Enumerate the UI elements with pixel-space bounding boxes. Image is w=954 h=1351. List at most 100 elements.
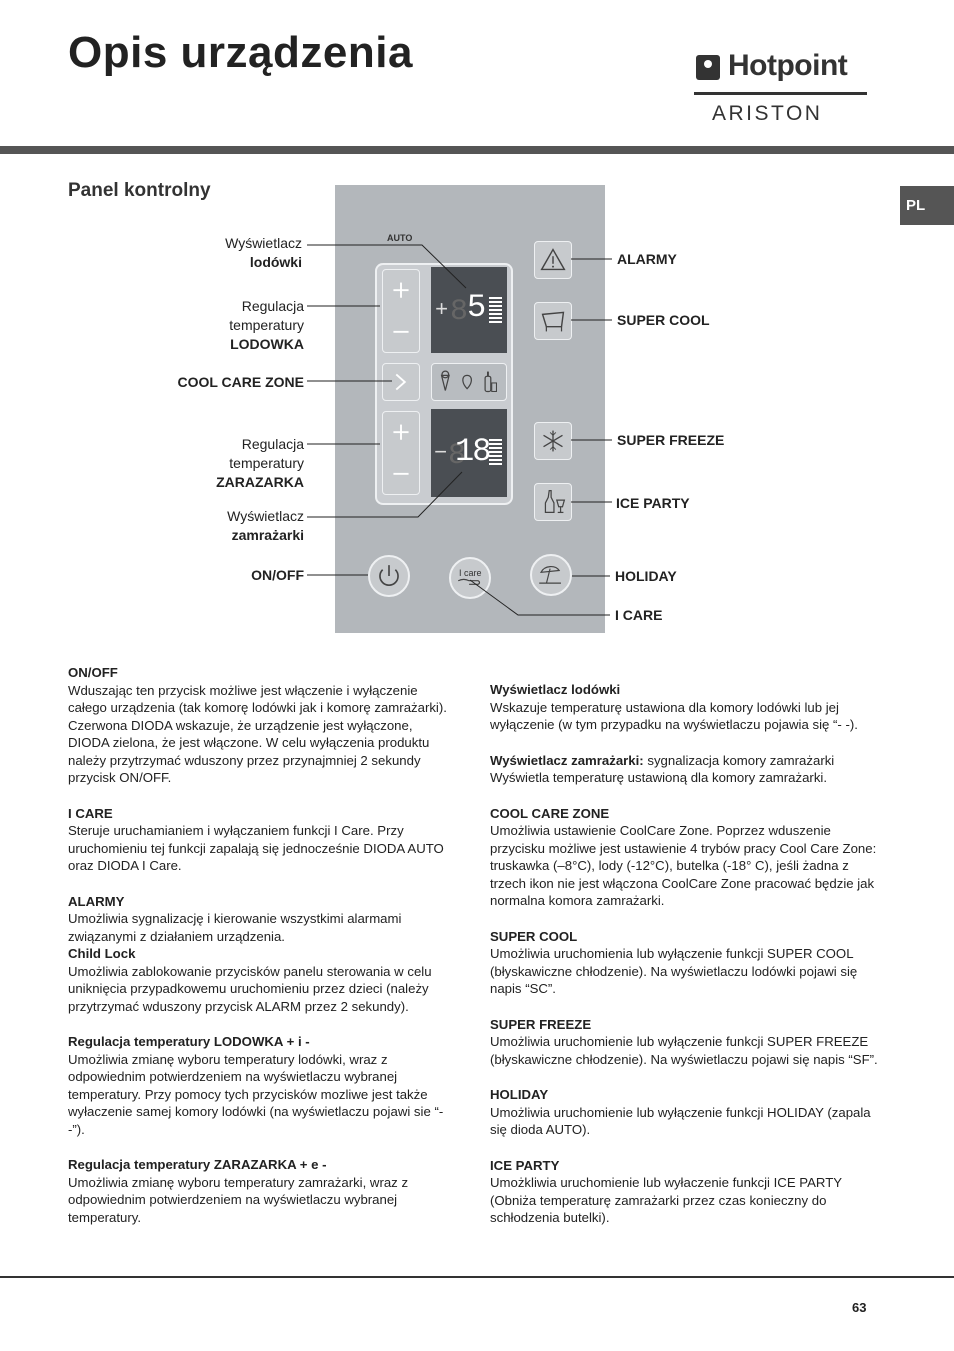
- section-heading: Wyświetlacz lodówki: [490, 682, 621, 697]
- brand-name: Hotpoint: [728, 49, 848, 82]
- page-title: Opis urządzenia: [68, 28, 413, 77]
- cool-care-zone-button[interactable]: [382, 363, 420, 401]
- section-alarmy: ALARMY Umożliwia sygnalizację i kierowan…: [68, 893, 453, 1016]
- svg-text:−: −: [434, 441, 447, 466]
- page-number: 63: [852, 1300, 867, 1315]
- section-heading: COOL CARE ZONE: [490, 805, 610, 821]
- label-holiday: HOLIDAY: [615, 568, 677, 584]
- ice-party-button[interactable]: [534, 483, 572, 521]
- freezer-display: − 8 18: [431, 409, 507, 497]
- section-text: Umożliwia sygnalizację i kierowanie wszy…: [68, 911, 402, 944]
- right-text-column: Wyświetlacz lodówki Wskazuje temperaturę…: [490, 681, 885, 1245]
- alarm-button[interactable]: [534, 241, 572, 279]
- section-text: Umożliwia zmianę wyboru temperatury lodó…: [68, 1051, 444, 1137]
- section-ice-party: ICE PARTY Umożkliwia uruchomienie lub wy…: [490, 1157, 885, 1227]
- section-title: Panel kontrolny: [68, 180, 211, 201]
- label-fridge-display-line1: Wyświetlacz: [225, 235, 302, 251]
- label-freezer-reg-line1: Regulacja: [241, 436, 304, 452]
- label-fridge-reg-line3: LODOWKA: [230, 336, 304, 352]
- left-text-column: ON/OFF Wduszając ten przycisk możliwe je…: [68, 664, 453, 1244]
- label-icare: I CARE: [615, 607, 663, 623]
- section-super-freeze: SUPER FREEZE Umożliwia uruchomienie lub …: [490, 1016, 885, 1069]
- label-freezer-display: Wyświetlacz zamrażarki: [227, 507, 304, 545]
- section-text: Umożliwia ustawienie CoolCare Zone. Popr…: [490, 823, 877, 908]
- section-text: Umożliwia uruchomienie lub wyłączenie fu…: [490, 1034, 878, 1067]
- onoff-button[interactable]: [368, 555, 410, 597]
- fridge-temp-buttons[interactable]: [382, 269, 420, 353]
- section-cool-care-zone: COOL CARE ZONE Umożliwia ustawienie Cool…: [490, 805, 885, 910]
- section-heading: ON/OFF: [68, 665, 118, 680]
- section-icare: I CARE Steruje uruchamianiem i wyłączani…: [68, 805, 453, 875]
- section-text: Umożliwia uruchomienie lub wyłączenie fu…: [490, 1104, 871, 1138]
- section-holiday: HOLIDAY Umożliwia uruchomienie lub wyłąc…: [490, 1086, 885, 1139]
- brand-subname: ARISTON: [712, 102, 823, 125]
- label-ice-party: ICE PARTY: [616, 495, 690, 511]
- section-super-cool: SUPER COOL Umożliwia uruchomienia lub wy…: [490, 928, 885, 998]
- brand-divider: [694, 92, 867, 95]
- brand-logo: Hotpoint ARISTON: [694, 49, 869, 126]
- label-freezer-reg-line2: temperatury: [229, 455, 304, 471]
- section-text: Wduszając ten przycisk możliwe jest włąc…: [68, 682, 447, 786]
- section-heading: I CARE: [68, 805, 113, 821]
- control-panel-illustration: AUTO + 8 5 −: [335, 185, 605, 633]
- header-divider: [0, 146, 954, 154]
- section-heading-suffix: sygnalizacja komory zamrażarki: [643, 752, 835, 768]
- section-heading: SUPER COOL: [490, 928, 578, 944]
- section-text: Wskazuje temperaturę ustawiona dla komor…: [490, 699, 858, 733]
- label-freezer-display-line2: zamrażarki: [231, 527, 304, 543]
- section-heading: ICE PARTY: [490, 1157, 560, 1173]
- cart-icon: [541, 311, 565, 332]
- brand-logo-mark: [696, 55, 720, 80]
- label-freezer-reg-line3: ZARAZARKA: [216, 474, 304, 490]
- section-heading: HOLIDAY: [490, 1087, 549, 1102]
- section-heading: ALARMY: [68, 893, 125, 909]
- label-fridge-display: Wyświetlacz lodówki: [225, 234, 302, 272]
- super-cool-button[interactable]: [534, 302, 572, 340]
- super-freeze-button[interactable]: [534, 422, 572, 460]
- label-cool-care-zone: COOL CARE ZONE: [177, 374, 304, 390]
- section-fridge-display: Wyświetlacz lodówki Wskazuje temperaturę…: [490, 681, 885, 734]
- section-onoff: ON/OFF Wduszając ten przycisk możliwe je…: [68, 664, 453, 787]
- section-heading: SUPER FREEZE: [490, 1016, 592, 1032]
- language-tab: PL: [900, 186, 954, 225]
- auto-indicator-label: AUTO: [387, 233, 413, 243]
- section-heading: Regulacja temperatury LODOWKA + i -: [68, 1034, 310, 1049]
- icare-button-label: I care: [459, 568, 482, 578]
- freezer-temp-buttons[interactable]: [382, 411, 420, 495]
- subsection-heading: Child Lock: [68, 946, 136, 961]
- label-fridge-reg-line2: temperatury: [229, 317, 304, 333]
- section-text: Umożliwia uruchomienia lub wyłączenie fu…: [490, 946, 858, 996]
- label-fridge-display-line2: lodówki: [249, 254, 302, 270]
- label-freezer-regulation: Regulacja temperatury ZARAZARKA: [216, 435, 304, 492]
- section-freezer-regulation: Regulacja temperatury ZARAZARKA + e - Um…: [68, 1156, 453, 1226]
- label-super-freeze: SUPER FREEZE: [617, 432, 725, 448]
- section-text: Steruje uruchamianiem i wyłączaniem funk…: [68, 823, 444, 873]
- snowflake-icon: [543, 430, 563, 452]
- section-heading: Wyświetlacz zamrażarki:: [490, 752, 644, 768]
- bottle-glass-icon: [544, 490, 566, 514]
- section-freezer-display: Wyświetlacz zamrażarki: sygnalizacja kom…: [490, 752, 885, 787]
- label-freezer-display-line1: Wyświetlacz: [227, 508, 304, 524]
- fridge-temp-value: 5: [467, 289, 487, 326]
- icare-button[interactable]: I care: [449, 557, 491, 599]
- footer-divider: [0, 1276, 954, 1278]
- hand-icon: [457, 578, 481, 585]
- svg-text:+: +: [435, 298, 448, 323]
- fridge-display: + 8 5: [431, 267, 507, 353]
- svg-text:8: 8: [450, 295, 468, 329]
- label-super-cool: SUPER COOL: [617, 312, 710, 328]
- label-onoff: ON/OFF: [251, 567, 304, 583]
- section-heading: Regulacja temperatury ZARAZARKA + e -: [68, 1157, 327, 1172]
- label-alarmy: ALARMY: [617, 251, 677, 267]
- label-fridge-regulation: Regulacja temperatury LODOWKA: [229, 297, 304, 354]
- svg-text:8: 8: [448, 439, 466, 473]
- subsection-text: Umożliwia zablokowanie przycisków panelu…: [68, 963, 432, 1014]
- section-fridge-regulation: Regulacja temperatury LODOWKA + i - Umoż…: [68, 1033, 453, 1138]
- holiday-button[interactable]: [530, 554, 572, 596]
- label-fridge-reg-line1: Regulacja: [241, 298, 304, 314]
- section-text: Wyświetla temperaturę ustawioną dla komo…: [490, 770, 828, 785]
- power-icon: [379, 565, 399, 586]
- section-text: Umożliwia zmianę wyboru temperatury zamr…: [68, 1174, 409, 1225]
- cool-care-zone-icons: [431, 363, 507, 401]
- beach-umbrella-icon: [539, 566, 561, 584]
